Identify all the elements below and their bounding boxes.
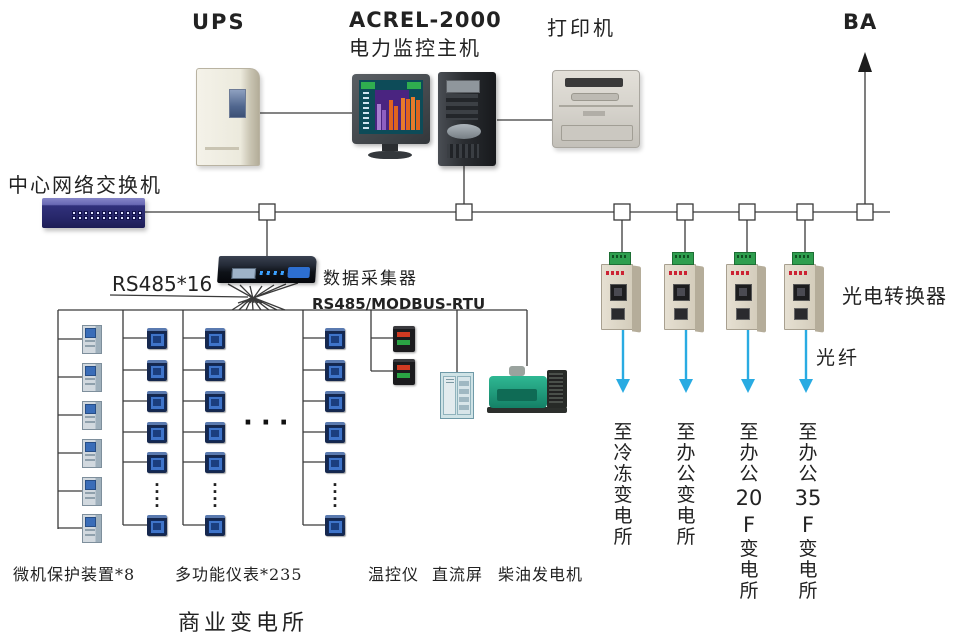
destination-office-substation: 至办公变电所 — [676, 421, 696, 548]
dc-panel-device — [440, 372, 474, 419]
protection-device — [82, 477, 102, 506]
multifunction-meter — [325, 422, 345, 443]
acrel-subtitle: 电力监控主机 — [349, 36, 481, 60]
temp-controller-label: 温控仪 — [368, 565, 420, 584]
commercial-substation-label: 商业变电所 — [178, 611, 309, 636]
central-switch-label: 中心网络交换机 — [8, 173, 162, 197]
multifunction-meter — [325, 328, 345, 349]
multifunction-meter — [147, 328, 167, 349]
ellipsis-vertical: · · · · — [212, 476, 218, 515]
protection-device — [82, 363, 102, 392]
multifunction-meter — [325, 515, 345, 536]
multifunction-meter — [205, 515, 225, 536]
ellipsis-horizontal: ··· — [243, 408, 297, 438]
printer-device — [552, 70, 640, 148]
rs485-modbus-label: RS485/MODBUS-RTU — [312, 295, 486, 313]
rs485-16-label: RS485*16 — [112, 272, 213, 296]
multifunction-meter — [147, 452, 167, 473]
monitor-base — [368, 151, 412, 159]
multifunction-meter — [147, 515, 167, 536]
protection-devices-label: 微机保护装置*8 — [13, 565, 136, 584]
multifunction-meter — [325, 360, 345, 381]
destination-refrigeration-substation: 至冷冻变电所 — [613, 421, 633, 548]
diesel-generator-device — [487, 366, 567, 413]
ups-display — [229, 89, 246, 118]
diesel-generator-label: 柴油发电机 — [498, 565, 584, 584]
multifunction-meter — [205, 360, 225, 381]
ba-label: BA — [843, 10, 878, 34]
optical-converter-device — [784, 252, 828, 333]
multifunction-meter — [205, 391, 225, 412]
data-collector-label: 数据采集器 — [323, 269, 418, 289]
optical-converter-device — [601, 252, 645, 333]
optical-converter-device — [664, 252, 708, 333]
protection-device — [82, 439, 102, 468]
optical-converter-label: 光电转换器 — [842, 284, 947, 308]
data-collector-device — [217, 256, 317, 283]
multifunction-meters-label: 多功能仪表*235 — [175, 565, 303, 584]
optical-converter-device — [726, 252, 770, 333]
temp-controller-device — [393, 359, 415, 385]
multifunction-meter — [325, 391, 345, 412]
network-switch-device — [42, 198, 145, 228]
multifunction-meter — [205, 328, 225, 349]
multifunction-meter — [147, 360, 167, 381]
temp-controller-device — [393, 326, 415, 352]
acrel-title: ACREL-2000 — [349, 8, 502, 32]
multifunction-meter — [147, 422, 167, 443]
multifunction-meter — [205, 422, 225, 443]
server-tower — [438, 72, 496, 166]
dc-panel-label: 直流屏 — [432, 565, 484, 584]
protection-device — [82, 325, 102, 354]
ellipsis-vertical: · · · · — [332, 476, 338, 515]
fiber-label: 光纤 — [816, 347, 861, 369]
protection-device — [82, 514, 102, 543]
multifunction-meter — [147, 391, 167, 412]
switch-ports — [72, 211, 143, 220]
ups-device — [196, 68, 260, 166]
multifunction-meter — [325, 452, 345, 473]
ba-arrow-head — [858, 52, 872, 72]
monitor-screen — [359, 80, 423, 134]
printer-label: 打印机 — [547, 16, 616, 40]
ups-label: UPS — [192, 10, 246, 34]
protection-device — [82, 401, 102, 430]
monitor-neck — [382, 144, 398, 151]
ellipsis-vertical: · · · · — [154, 476, 160, 515]
monitor-device — [352, 74, 430, 144]
multifunction-meter — [205, 452, 225, 473]
